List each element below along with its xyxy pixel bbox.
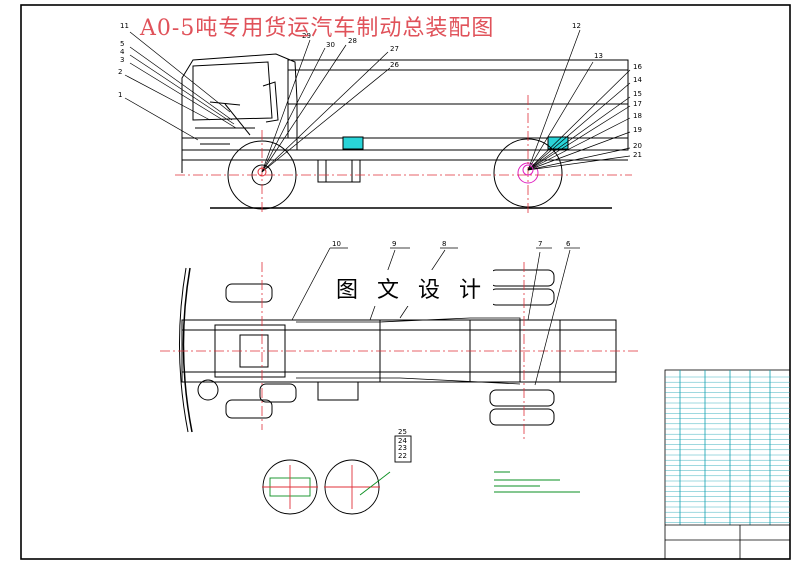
leader-line [291, 247, 331, 321]
brake-lines-side [257, 164, 534, 177]
fuel-tank [317, 159, 361, 183]
leader-line [527, 155, 631, 171]
balloon-15: 15 [633, 90, 642, 98]
section-24: 24 [398, 437, 407, 445]
rear-tire [489, 408, 555, 426]
leader-line [527, 251, 541, 321]
plan-balloon-labels: 10 9 8 7 6 [332, 240, 571, 248]
leader-line [527, 147, 631, 171]
detail-leader [359, 471, 391, 496]
parts-list-table [664, 369, 791, 560]
leader-line [527, 69, 631, 171]
rear-tire [489, 269, 555, 287]
chassis-rail [181, 137, 629, 151]
side-balloon-labels: 11 5 4 3 2 1 30 29 28 27 26 12 13 16 14 … [118, 22, 642, 159]
cab-window [192, 61, 273, 121]
balloon-13: 13 [594, 52, 603, 60]
technical-notes [494, 471, 580, 493]
brake-pipe [296, 317, 521, 380]
leader-line [261, 47, 326, 173]
leader-line [124, 74, 211, 121]
steering-wheel-plan [197, 379, 219, 401]
balloon-27: 27 [390, 45, 399, 53]
section-label-box [394, 435, 412, 463]
side-centerlines [175, 95, 632, 215]
leader-line [129, 31, 231, 113]
leader-line [129, 54, 235, 125]
front-tire-right [225, 399, 273, 419]
leader-line [129, 46, 233, 121]
balloon-20: 20 [633, 142, 642, 150]
balloon-3: 3 [120, 56, 124, 64]
balloon-17: 17 [633, 100, 642, 108]
balloon-21: 21 [633, 151, 642, 159]
balloon-30: 30 [326, 41, 335, 49]
balloon-18: 18 [633, 112, 642, 120]
balloon-9: 9 [392, 240, 396, 248]
drawing-title: A0-5吨专用货运汽车制动总装配图 [140, 16, 495, 41]
leader-line [527, 29, 581, 171]
balloon-29: 29 [302, 32, 311, 40]
plan-centerlines [160, 262, 640, 440]
section-23: 23 [398, 444, 407, 452]
steering-wheel [209, 101, 241, 106]
leader-line [129, 62, 237, 129]
leader-line [534, 249, 571, 386]
leader-line [527, 105, 631, 171]
leader-line [261, 39, 311, 173]
balloon-4: 4 [120, 48, 125, 56]
seat [262, 81, 279, 123]
balloon-16: 16 [633, 63, 642, 71]
balloon-28: 28 [348, 37, 357, 45]
section-details [262, 435, 412, 515]
balloon-8: 8 [442, 240, 446, 248]
side-leaders [124, 29, 631, 173]
balloon-5: 5 [120, 40, 124, 48]
truck-side-view [181, 53, 629, 210]
leader-line [261, 44, 347, 173]
balloon-14: 14 [633, 76, 642, 84]
watermark: 图 文 设 计 [330, 270, 493, 306]
balloon-1: 1 [118, 91, 122, 99]
leader-line [261, 51, 389, 173]
rear-tire [489, 389, 555, 407]
parts-list-frame [664, 369, 791, 560]
balloon-12: 12 [572, 22, 581, 30]
balloon-6: 6 [566, 240, 571, 248]
balloon-19: 19 [633, 126, 642, 134]
balloon-2: 2 [118, 68, 122, 76]
leader-line [527, 96, 631, 171]
fuel-tank-plan [317, 381, 359, 401]
parts-list-rows [665, 376, 790, 523]
steering-column [224, 103, 251, 136]
front-brake-point [257, 167, 267, 177]
front-bumper [182, 267, 193, 433]
front-tire-right-2 [259, 383, 297, 403]
leader-line [261, 67, 391, 173]
leader-line [124, 97, 199, 141]
plan-leaders [291, 247, 580, 386]
section-label-values: 25 24 23 22 [398, 428, 407, 460]
leader-line [527, 61, 594, 171]
cab-outline [181, 53, 298, 173]
leader-line [527, 131, 631, 171]
section-22: 22 [398, 452, 407, 460]
balloon-7: 7 [538, 240, 542, 248]
leader-line [527, 82, 631, 171]
rear-tire [489, 288, 555, 306]
leader-line [527, 117, 631, 171]
balloon-26: 26 [390, 61, 399, 69]
sheet-border [20, 4, 791, 560]
front-tire-left [225, 283, 273, 303]
front-bumper-inner [178, 267, 189, 433]
section-25: 25 [398, 428, 407, 436]
balloon-11: 11 [120, 22, 129, 30]
brake-pipe-2 [296, 377, 521, 385]
rear-brake-point [522, 164, 534, 176]
cyan-bracket [342, 136, 364, 150]
balloon-10: 10 [332, 240, 341, 248]
